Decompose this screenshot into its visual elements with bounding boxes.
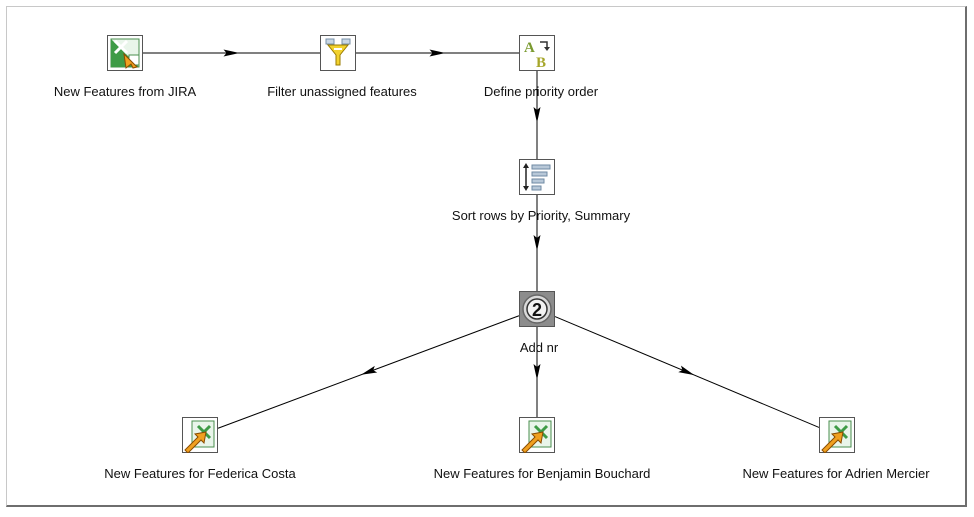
value-mapper-ab-icon: A B <box>519 35 555 71</box>
hop-priority-to-sort[interactable] <box>533 71 541 159</box>
hop-filter-to-priority[interactable] <box>356 49 519 57</box>
hop-arrowhead <box>223 49 240 57</box>
excel-output-icon <box>519 417 555 453</box>
step-new-features-from-jira[interactable] <box>107 35 143 71</box>
step-filter-unassigned-features[interactable] <box>320 35 356 71</box>
hop-arrowhead <box>429 49 446 57</box>
hop-arrowhead <box>533 107 541 123</box>
step-output-adrien-mercier[interactable] <box>819 417 855 453</box>
transformation-canvas[interactable]: New Features from JIRA Filter unassigned… <box>6 6 967 507</box>
step-define-priority-order[interactable]: A B <box>519 35 555 71</box>
sort-rows-icon <box>519 159 555 195</box>
hop-arrowhead <box>361 365 378 375</box>
excel-output-icon <box>819 417 855 453</box>
hop-sort-to-addnr[interactable] <box>533 195 541 291</box>
excel-input-icon <box>107 35 143 71</box>
step-output-benjamin-bouchard[interactable] <box>519 417 555 453</box>
hop-jira-to-filter[interactable] <box>143 49 320 57</box>
step-add-nr[interactable]: 2 <box>519 291 555 327</box>
excel-output-icon <box>182 417 218 453</box>
hop-addnr-to-benjamin[interactable] <box>533 327 541 417</box>
step-label-output-adrien-mercier[interactable]: New Features for Adrien Mercier <box>742 466 930 481</box>
add-nr-badge: 2 <box>532 300 542 320</box>
step-label-output-benjamin-bouchard[interactable]: New Features for Benjamin Bouchard <box>433 466 651 481</box>
hop-arrowhead <box>678 365 695 376</box>
step-output-federica-costa[interactable] <box>182 417 218 453</box>
svg-text:B: B <box>536 55 546 71</box>
svg-text:A: A <box>524 40 535 56</box>
step-sort-rows[interactable] <box>519 159 555 195</box>
hop-addnr-to-federica[interactable] <box>217 315 520 429</box>
hop-arrowhead <box>533 235 541 251</box>
step-label-filter-unassigned-features[interactable]: Filter unassigned features <box>267 84 417 99</box>
step-label-new-features-from-jira[interactable]: New Features from JIRA <box>53 84 197 99</box>
step-label-output-federica-costa[interactable]: New Features for Federica Costa <box>104 466 296 481</box>
step-label-sort-rows[interactable]: Sort rows by Priority, Summary <box>451 208 631 223</box>
step-label-define-priority-order[interactable]: Define priority order <box>483 84 599 99</box>
step-label-add-nr[interactable]: Add nr <box>519 340 559 355</box>
add-sequence-icon: 2 <box>519 291 555 327</box>
hop-layer <box>143 49 820 429</box>
hop-addnr-to-adrien[interactable] <box>554 316 820 428</box>
hop-arrowhead <box>533 364 541 380</box>
filter-funnel-icon <box>320 35 356 71</box>
